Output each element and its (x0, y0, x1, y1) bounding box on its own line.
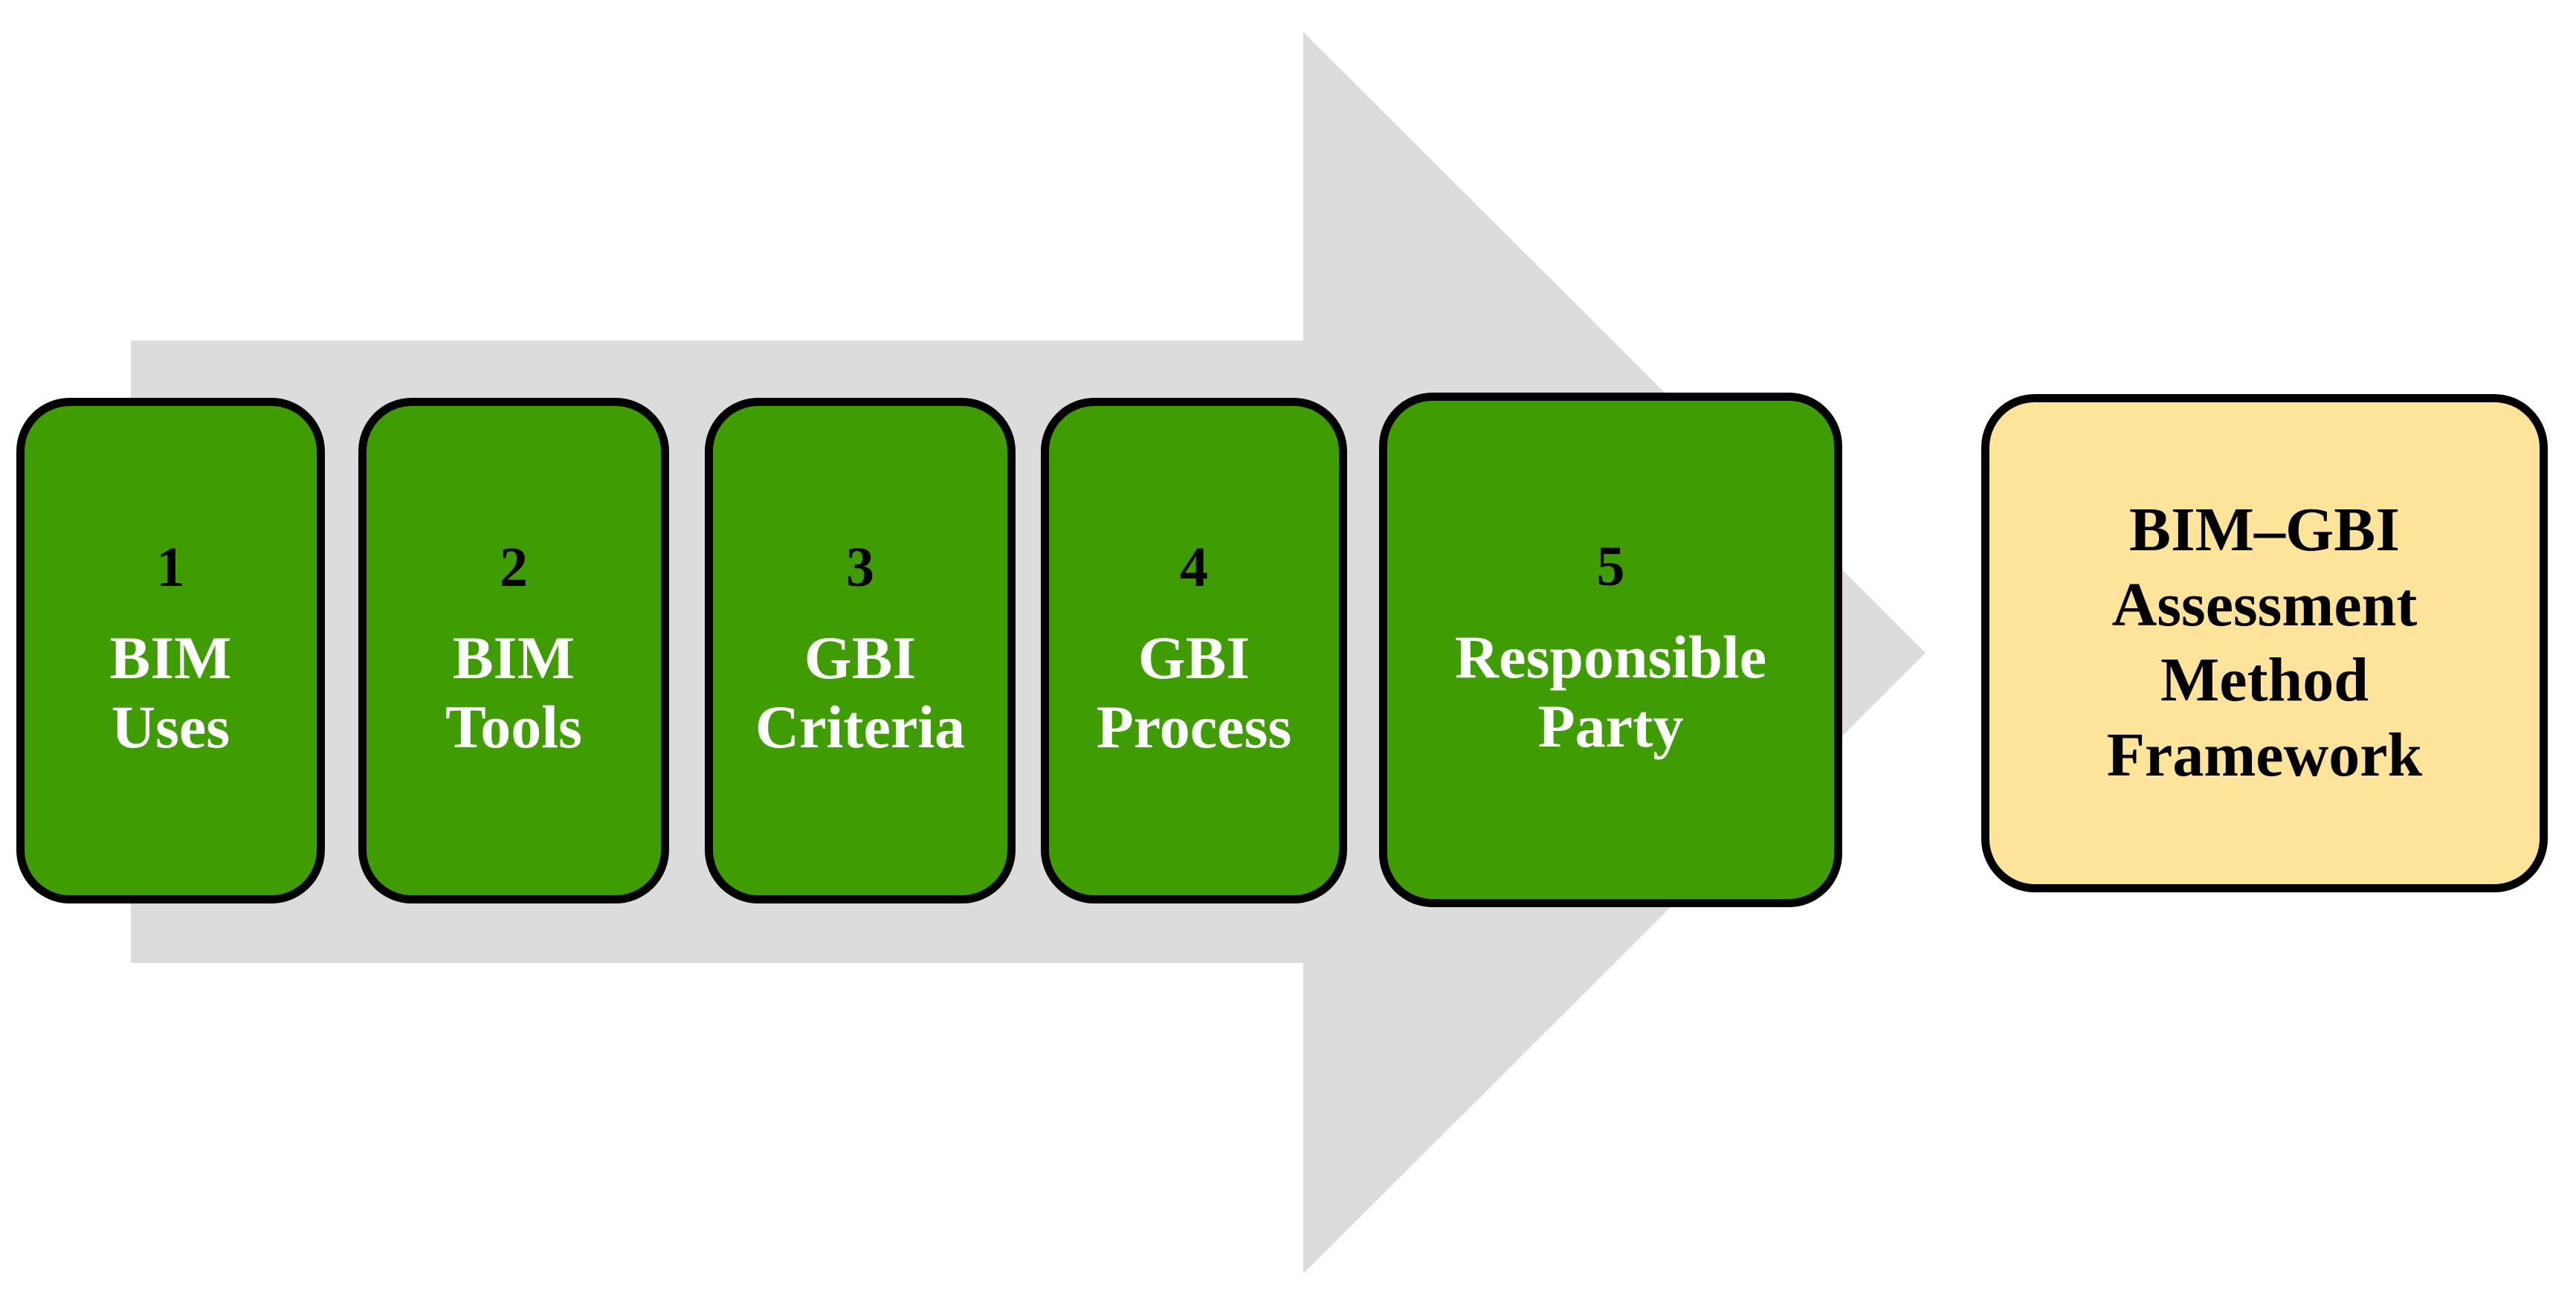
step-number-5: 5 (1596, 535, 1625, 599)
step-number-2: 2 (500, 536, 528, 599)
step-label-2: BIM Tools (445, 624, 582, 761)
step-box-3[interactable]: 3 GBI Criteria (705, 398, 1016, 903)
step-label-4: GBI Process (1096, 624, 1292, 761)
step-label-1: BIM Uses (109, 624, 232, 761)
step-number-1: 1 (156, 536, 185, 599)
step-label-5: Responsible Party (1454, 623, 1767, 760)
step-number-4: 4 (1180, 536, 1208, 599)
step-box-1[interactable]: 1 BIM Uses (16, 398, 325, 903)
step-box-5[interactable]: 5 Responsible Party (1379, 393, 1842, 907)
result-box-framework[interactable]: BIM–GBI Assessment Method Framework (1981, 394, 2548, 892)
step-label-3: GBI Criteria (755, 624, 966, 761)
step-box-4[interactable]: 4 GBI Process (1041, 398, 1347, 903)
result-label: BIM–GBI Assessment Method Framework (2106, 495, 2423, 790)
step-number-3: 3 (846, 536, 874, 599)
step-box-2[interactable]: 2 BIM Tools (358, 398, 669, 903)
